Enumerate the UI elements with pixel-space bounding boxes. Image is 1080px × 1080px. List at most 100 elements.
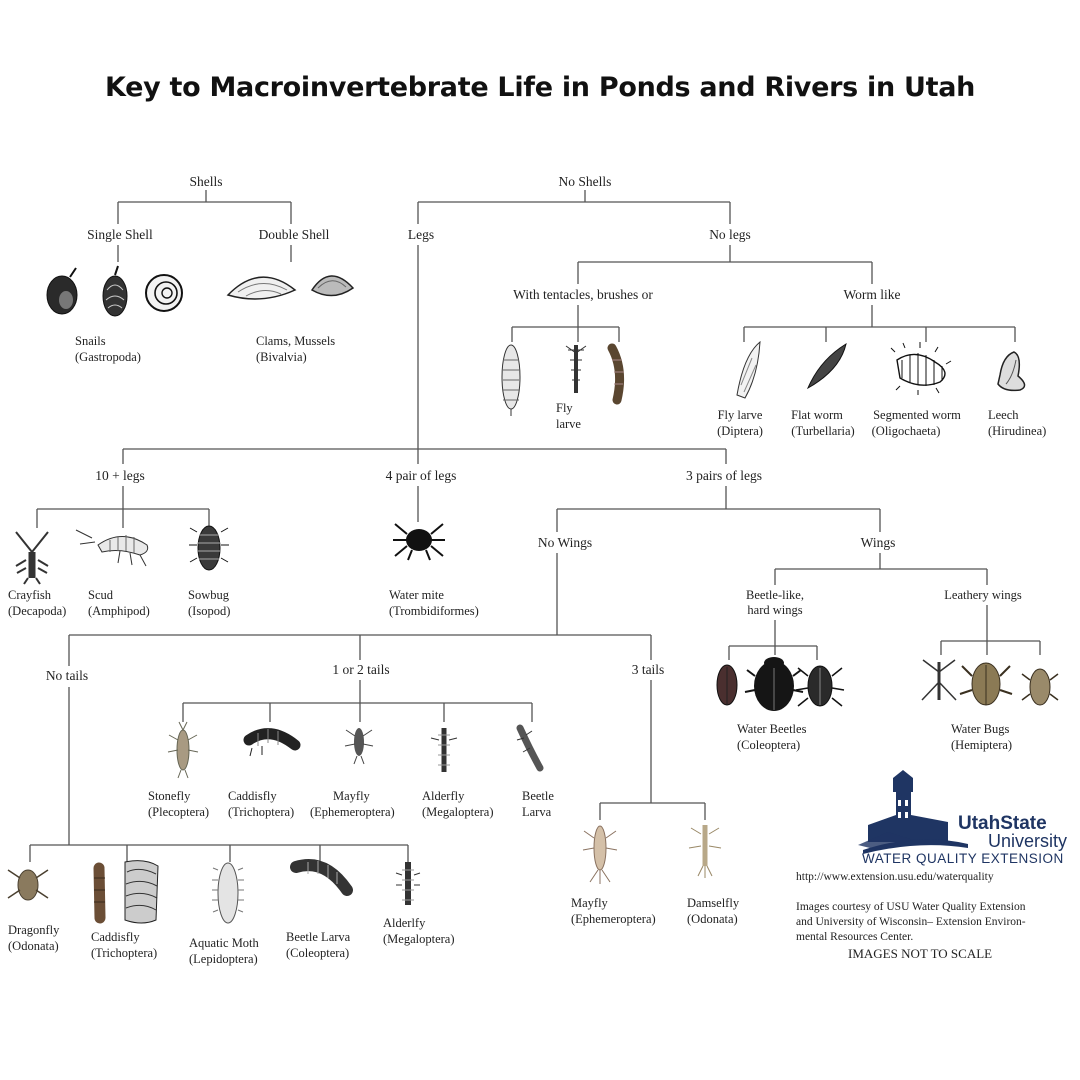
- branch-labels: Shells No Shells Single Shell Double She…: [46, 174, 1022, 683]
- node-beetle-like: Beetle-like,: [746, 588, 804, 602]
- blackfly-larva-icon: [607, 343, 625, 405]
- label-fly-larve: Fly larve: [718, 408, 763, 422]
- node-no-shells: No Shells: [559, 174, 612, 189]
- label-leech: Leech: [988, 408, 1019, 422]
- label-crayfish: Crayfish: [8, 588, 52, 602]
- label-alderfly: Alderfly: [422, 789, 465, 803]
- beetle-larva-icon: [516, 724, 544, 772]
- midge-larva-icon: [565, 345, 587, 393]
- giant-water-bug-icon: [959, 662, 1013, 706]
- label-odonata-dragonfly: (Odonata): [8, 939, 59, 953]
- label-coleoptera-nt: (Coleoptera): [286, 946, 349, 960]
- connector-lines: [29, 190, 1041, 862]
- caddisfly-larva-icon: [243, 728, 301, 757]
- mussel-icon: [310, 275, 355, 297]
- node-no-legs: No legs: [709, 227, 751, 242]
- label-diptera: (Diptera): [717, 424, 763, 438]
- node-shells: Shells: [189, 174, 222, 189]
- aquatic-moth-larva-icon: [212, 862, 244, 924]
- label-trichoptera: (Trichoptera): [228, 805, 294, 819]
- node-three-tails: 3 tails: [632, 662, 665, 677]
- label-water-beetles: Water Beetles: [737, 722, 807, 736]
- node-single-shell: Single Shell: [87, 227, 153, 242]
- label-bivalvia: (Bivalvia): [256, 350, 307, 364]
- label-hemiptera: (Hemiptera): [951, 738, 1012, 752]
- credit-line-2: and University of Wisconsin– Extension E…: [796, 916, 1026, 928]
- label-water-bugs: Water Bugs: [951, 722, 1009, 736]
- dragonfly-nymph-icon: [7, 869, 49, 901]
- label-damselfly: Damselfly: [687, 896, 740, 910]
- label-fly-larve-a: Fly: [556, 401, 573, 415]
- leech-icon: [997, 351, 1026, 392]
- water-strider-icon: [921, 659, 957, 701]
- usu-name-line1: UtahState: [958, 813, 1047, 834]
- credit-url: http://www.extension.usu.edu/waterqualit…: [796, 871, 994, 883]
- flatworm-icon: [806, 342, 847, 390]
- caddisfly-case-icon: [124, 860, 159, 924]
- label-stonefly: Stonefly: [148, 789, 191, 803]
- label-scud: Scud: [88, 588, 114, 602]
- usu-department: WATER QUALITY EXTENSION: [862, 851, 1064, 866]
- scale-note: IMAGES NOT TO SCALE: [848, 946, 993, 961]
- label-plecoptera: (Plecoptera): [148, 805, 209, 819]
- label-trombidiformes: (Trombidiformes): [389, 604, 479, 618]
- label-fly-larve-b: larve: [556, 417, 581, 431]
- clam-icon: [226, 276, 297, 300]
- node-one-two-tails: 1 or 2 tails: [332, 662, 389, 677]
- snail-icon: [145, 274, 183, 312]
- label-amphipod: (Amphipod): [88, 604, 150, 618]
- credit-line-3: mental Resources Center.: [796, 931, 914, 943]
- alderfly-larva-icon: [430, 728, 458, 772]
- label-megaloptera-nt: (Megaloptera): [383, 932, 455, 946]
- label-ephemeroptera-3: (Ephemeroptera): [571, 912, 656, 926]
- label-water-mite: Water mite: [389, 588, 444, 602]
- node-worm-like: Worm like: [843, 287, 900, 302]
- mayfly-nymph-icon: [582, 825, 618, 884]
- node-leathery-wings: Leathery wings: [944, 588, 1022, 602]
- label-flat-worm: Flat worm: [791, 408, 843, 422]
- label-ephemeroptera: (Ephemeroptera): [310, 805, 395, 819]
- label-snails: Snails: [75, 334, 106, 348]
- label-mayfly-3: Mayfly: [571, 896, 609, 910]
- backswimmer-icon: [1021, 668, 1059, 706]
- snail-icon: [46, 267, 78, 315]
- organism-labels: Snails (Gastropoda) Clams, Mussels (Biva…: [8, 334, 1046, 966]
- stonefly-icon: [167, 721, 199, 779]
- label-aquatic-moth: Aquatic Moth: [189, 936, 260, 950]
- label-megaloptera: (Megaloptera): [422, 805, 494, 819]
- water-beetle-icon: [744, 657, 804, 711]
- label-lepidoptera: (Lepidoptera): [189, 952, 258, 966]
- label-gastropoda: (Gastropoda): [75, 350, 141, 364]
- node-double-shell: Double Shell: [259, 227, 330, 242]
- node-legs: Legs: [408, 227, 434, 242]
- label-caddisfly-nt: Caddisfly: [91, 930, 140, 944]
- label-oligochaeta: (Oligochaeta): [872, 424, 941, 438]
- label-hirudinea: (Hirudinea): [988, 424, 1046, 438]
- node-hard-wings: hard wings: [747, 603, 802, 617]
- caddisfly-case-icon: [93, 862, 106, 924]
- cranefly-larva-icon: [736, 340, 761, 399]
- scud-icon: [75, 529, 149, 567]
- node-three-pairs: 3 pairs of legs: [686, 468, 762, 483]
- label-beetle-larva: Beetle Larva: [286, 930, 351, 944]
- node-ten-legs: 10 + legs: [95, 468, 145, 483]
- water-beetle-icon: [795, 665, 845, 707]
- credit-line-1: Images courtesy of USU Water Quality Ext…: [796, 901, 1026, 913]
- label-sowbug: Sowbug: [188, 588, 230, 602]
- node-no-wings: No Wings: [538, 535, 592, 550]
- label-trichoptera-nt: (Trichoptera): [91, 946, 157, 960]
- label-beetle: Beetle: [522, 789, 554, 803]
- label-mayfly: Mayfly: [333, 789, 371, 803]
- alderfly-larva-icon: [395, 862, 421, 905]
- old-main-building-icon: [858, 770, 968, 854]
- organism-illustrations: [7, 265, 1059, 924]
- usu-logo: [858, 770, 968, 854]
- page-title: Key to Macroinvertebrate Life in Ponds a…: [104, 72, 976, 103]
- node-no-tails: No tails: [46, 668, 88, 683]
- label-caddisfly: Caddisfly: [228, 789, 277, 803]
- label-alderlfy: Alderlfy: [383, 916, 426, 930]
- label-larva: Larva: [522, 805, 552, 819]
- node-wings: Wings: [861, 535, 896, 550]
- fly-larva-icon: [501, 344, 521, 416]
